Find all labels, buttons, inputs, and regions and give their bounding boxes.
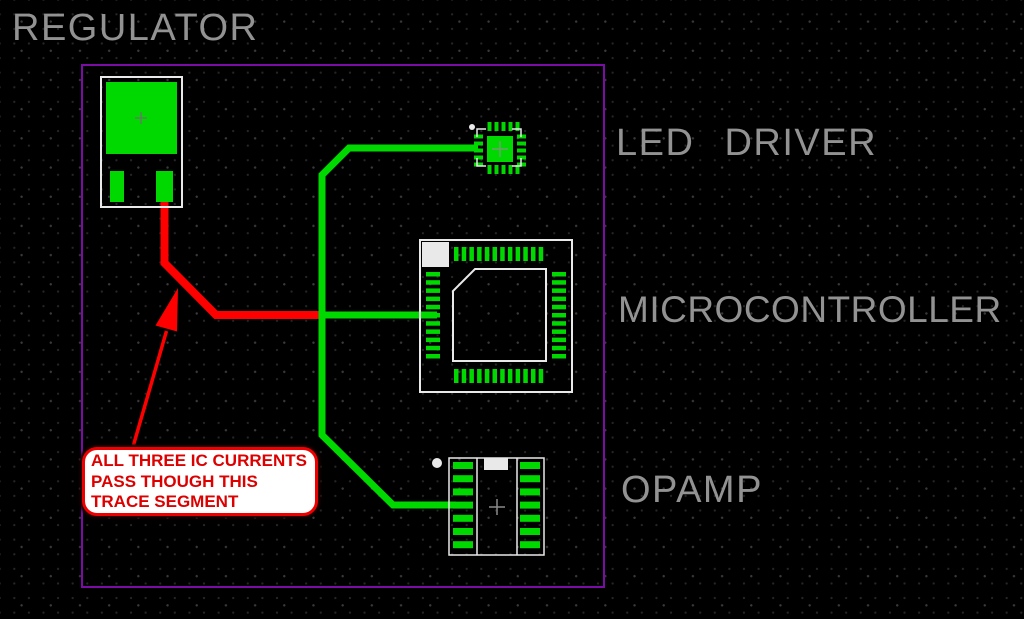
led-driver-pads-top bbox=[487, 122, 520, 131]
label-led-driver: LED DRIVER bbox=[616, 122, 878, 164]
led-driver-pin1-dot bbox=[469, 124, 475, 130]
mcu-pads-right bbox=[552, 272, 566, 359]
red-trace-segment bbox=[160, 195, 319, 319]
mcu-pin1-marker bbox=[422, 242, 449, 267]
label-regulator: REGULATOR bbox=[12, 7, 259, 49]
mcu-pads-top bbox=[454, 247, 544, 261]
opamp-notch bbox=[484, 458, 508, 470]
annotation-arrow-shaft bbox=[131, 330, 169, 446]
opamp-pads-left bbox=[453, 462, 473, 549]
label-opamp: OPAMP bbox=[621, 469, 763, 511]
mcu-pads-bottom bbox=[454, 369, 544, 383]
regulator-pin2-pad bbox=[156, 171, 173, 202]
regulator-origin-cross bbox=[135, 112, 147, 124]
led-driver-footprint bbox=[469, 122, 526, 174]
green-traces bbox=[318, 144, 478, 509]
regulator-pads bbox=[106, 82, 177, 202]
opamp-footprint bbox=[432, 457, 545, 556]
led-driver-origin-cross bbox=[492, 141, 508, 157]
opamp-body-lines bbox=[476, 458, 518, 555]
annotation-arrow bbox=[131, 288, 178, 446]
label-microcontroller: MICROCONTROLLER bbox=[618, 289, 1002, 330]
microcontroller-footprint bbox=[419, 239, 573, 393]
annotation-arrow-head bbox=[155, 288, 178, 332]
annotation-line-1: ALL THREE IC CURRENTS bbox=[91, 451, 307, 470]
mcu-pads-left bbox=[426, 272, 440, 359]
red-trace-group bbox=[160, 195, 319, 319]
opamp-pads bbox=[453, 462, 540, 549]
board-outline bbox=[81, 64, 605, 588]
annotation-callout: ALL THREE IC CURRENTS PASS THOUGH THIS T… bbox=[82, 447, 318, 516]
annotation-line-3: TRACE SEGMENT bbox=[91, 492, 239, 511]
regulator-courtyard bbox=[100, 76, 183, 208]
mcu-courtyard bbox=[419, 239, 573, 393]
led-driver-pads-bottom bbox=[487, 165, 520, 174]
led-driver-pads-left bbox=[474, 134, 483, 167]
opamp-pin1-dot bbox=[432, 458, 442, 468]
green-trace-led-mcu-opamp bbox=[318, 144, 478, 509]
mcu-pads bbox=[426, 247, 566, 383]
led-driver-corner-brackets bbox=[476, 128, 522, 167]
opamp-origin-cross bbox=[489, 499, 505, 515]
regulator-pin1-pad bbox=[110, 171, 124, 202]
regulator-footprint bbox=[100, 76, 183, 208]
opamp-pads-right bbox=[520, 462, 540, 549]
mcu-body-outline bbox=[452, 268, 547, 362]
annotation-line-2: PASS THOUGH THIS bbox=[91, 471, 258, 491]
